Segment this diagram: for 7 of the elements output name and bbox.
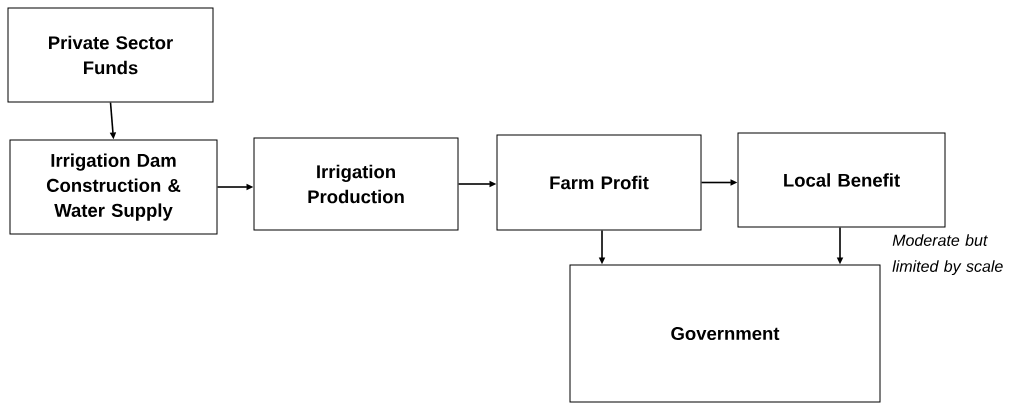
process-box: Private Sector Funds <box>7 7 214 103</box>
process-box: Irrigation Production <box>253 137 459 231</box>
process-box: Irrigation Dam Construction & Water Supply <box>9 139 218 235</box>
note-text: Moderate but limited by scale <box>892 234 1003 276</box>
process-box: Farm Profit <box>496 134 702 231</box>
process-box: Local Benefit <box>737 132 946 228</box>
process-box: Government <box>569 264 881 403</box>
